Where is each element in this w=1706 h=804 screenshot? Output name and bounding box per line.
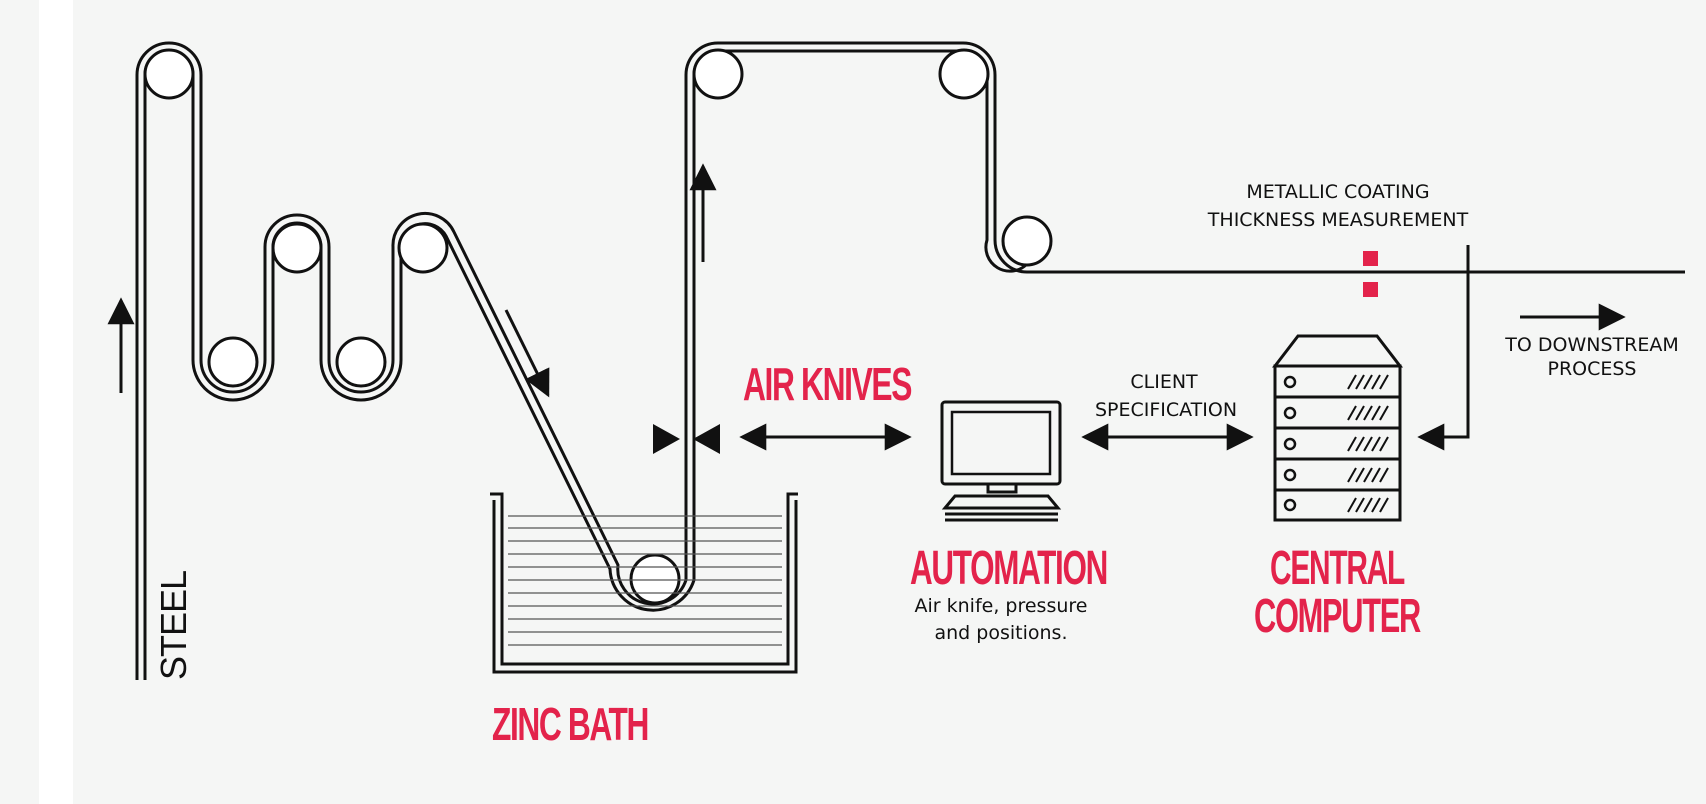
rollers [143,48,1053,605]
zinc-bath-tank [490,492,798,674]
central-computer-label-line2: COMPUTER [1254,590,1421,643]
roller [397,222,449,274]
left-margin-strip [0,0,39,804]
zinc-bath-label: ZINC BATH [492,698,648,750]
measurement-label-line1: METALLIC COATING [1246,181,1429,203]
client-spec-label-line2: SPECIFICATION [1095,399,1237,421]
measurement-sensor-markers [1363,251,1378,297]
measurement-feed-arrow [1417,245,1470,451]
air-knives-label: AIR KNIVES [743,358,911,410]
automation-label: AUTOMATION [910,542,1107,595]
down-arrow-diagonal [504,309,550,398]
measurement-label-line2: THICKNESS MEASUREMENT [1207,209,1469,231]
roller-sink [629,553,681,605]
roller [1001,215,1053,267]
automation-description-line1: Air knife, pressure [915,595,1088,617]
downstream-label-line1: TO DOWNSTREAM [1504,334,1678,356]
computer-monitor-icon [940,400,1062,522]
central-computer-label-line1: CENTRAL [1270,542,1404,595]
roller [692,48,744,100]
diagram-background [73,0,1706,804]
downstream-label-line2: PROCESS [1547,358,1636,380]
roller [143,48,195,100]
roller [335,336,387,388]
steel-label: STEEL [153,571,194,680]
client-spec-label-line1: CLIENT [1130,371,1198,393]
roller [207,336,259,388]
direction-arrows [107,163,1626,398]
server-rack-icon [1271,334,1404,522]
roller [271,222,323,274]
air-knife-nozzle-icon [653,424,720,454]
automation-description-line2: and positions. [935,622,1068,644]
roller [938,48,990,100]
